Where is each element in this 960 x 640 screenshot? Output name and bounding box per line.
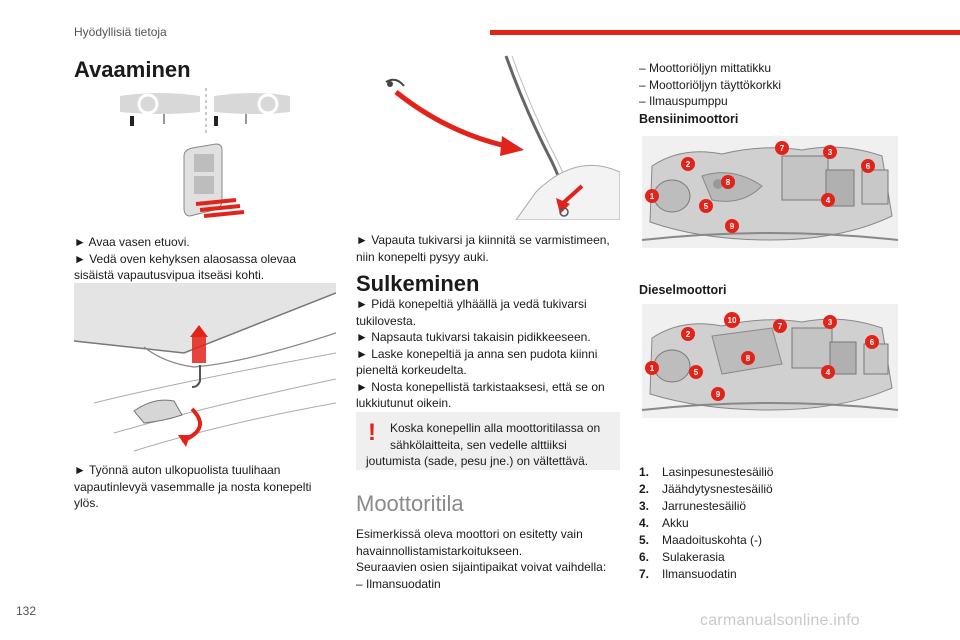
text-line: ► Työnnä auton ulkopuolista tuulihaan: [74, 463, 281, 477]
title-closing: Sulkeminen: [356, 271, 480, 296]
badge-label: 8: [726, 178, 731, 187]
badge-label: 9: [730, 222, 735, 231]
legend-number: 6.: [639, 550, 650, 564]
legend-item: 6. Sulakerasia: [639, 549, 899, 566]
header-accent-bar: [490, 30, 960, 35]
legend-label: Ilmansuodatin: [662, 567, 737, 581]
badge-label: 1: [650, 192, 655, 201]
legend-item: 5. Maadoituskohta (-): [639, 532, 899, 549]
badge-label: 10: [728, 316, 737, 325]
legend-label: Jäähdytysnestesäiliö: [662, 482, 773, 496]
badge-label: 9: [716, 390, 721, 399]
illustration-hood-latch: [74, 283, 336, 453]
legend-number: 4.: [639, 516, 650, 530]
note-line: joutumista (sade, pesu jne.) on vältettä…: [366, 454, 589, 468]
page-number: 132: [16, 604, 37, 618]
legend-item: 4. Akku: [639, 515, 899, 532]
legend-item: 3. Jarrunestesäiliö: [639, 498, 899, 515]
text-line: – Moottoriöljyn täyttökorkki: [639, 77, 782, 92]
text-line: ► Laske konepeltiä ja anna sen pudota ki…: [356, 346, 598, 361]
badge-label: 6: [870, 338, 875, 347]
legend-label: Lasinpesunestesäiliö: [662, 465, 774, 479]
badge-label: 5: [694, 368, 699, 377]
badge-label: 3: [828, 318, 833, 327]
warning-note: ! Koska konepellin alla moottoritilassa …: [356, 412, 620, 470]
title-engine-bay: Moottoritila: [356, 491, 464, 516]
text-line: – Ilmansuodatin: [356, 576, 441, 591]
text-line: Esimerkissä oleva moottori on esitetty v…: [356, 527, 583, 541]
text-line: havainnollistamistarkoitukseen.: [356, 543, 523, 558]
exterior-lever-instructions: ► Työnnä auton ulkopuolista tuulihaan va…: [74, 462, 336, 512]
badge-label: 5: [704, 202, 709, 211]
heading-diesel-engine: Dieselmoottori: [639, 283, 727, 297]
badge-label: 8: [746, 354, 751, 363]
badge-label: 7: [778, 322, 783, 331]
legend-number: 1.: [639, 465, 650, 479]
text-line: – Ilmauspumppu: [639, 94, 728, 108]
warning-icon: !: [368, 419, 376, 446]
legend-label: Jarrunestesäiliö: [662, 499, 747, 513]
legend-number: 2.: [639, 482, 650, 496]
heading-petrol-engine: Bensiinimoottori: [639, 112, 739, 126]
note-line: Koska konepellin alla moottoritilassa on: [390, 421, 601, 435]
illustration-steering-wheels: [110, 86, 300, 136]
component-list: – Moottoriöljyn mittatikku – Moottoriölj…: [639, 60, 899, 110]
closing-instructions: ► Pidä konepeltiä ylhäällä ja vedä tukiv…: [356, 296, 620, 412]
badge-label: 2: [686, 160, 691, 169]
text-line: ► Vedä oven kehyksen alaosassa olevaa: [74, 251, 297, 266]
text-line: ylös.: [74, 496, 99, 510]
badge-label: 4: [826, 196, 831, 205]
badge-label: 6: [866, 162, 871, 171]
legend-item: 1. Lasinpesunestesäiliö: [639, 464, 899, 481]
text-line: ► Pidä konepeltiä ylhäällä ja vedä tukiv…: [356, 297, 587, 311]
badge-label: 2: [686, 330, 691, 339]
illustration-petrol-engine: 1 2 3 4 5 6 7 8 9: [642, 136, 898, 248]
note-line: sähkölaitteita, sen vedelle alttiiksi: [390, 437, 567, 452]
legend-item: 7. Ilmansuodatin: [639, 566, 899, 583]
text-line: vapautinlevyä vasemmalle ja nosta konepe…: [74, 479, 312, 494]
watermark: carmanualsonline.info: [700, 612, 860, 629]
text-line: Seuraavien osien sijaintipaikat voivat v…: [356, 560, 607, 574]
text-line: ► Nosta konepellistä tarkistaaksesi, ett…: [356, 379, 605, 394]
header-section-label: Hyödyllisiä tietoja: [74, 25, 167, 39]
text-line: sisäistä vapautusvipua itseäsi kohti.: [74, 268, 265, 282]
legend-number: 7.: [639, 567, 650, 581]
engine-bay-text: Esimerkissä oleva moottori on esitetty v…: [356, 526, 620, 592]
text-line: ► Napsauta tukivarsi takaisin pidikkeese…: [356, 330, 591, 344]
badge-label: 4: [826, 368, 831, 377]
badge-label: 7: [780, 144, 785, 153]
text-line: ► Vapauta tukivarsi ja kiinnitä se varmi…: [356, 233, 610, 247]
legend-label: Maadoituskohta (-): [662, 533, 763, 547]
component-legend: 1. Lasinpesunestesäiliö 2. Jäähdytysnestes…: [639, 464, 899, 583]
text-line: pieneltä korkeudelta.: [356, 363, 467, 377]
badge-label: 1: [650, 364, 655, 373]
text-line: – Moottoriöljyn mittatikku: [639, 61, 772, 75]
legend-label: Sulakerasia: [662, 550, 725, 564]
support-rod-instructions: ► Vapauta tukivarsi ja kiinnitä se varmi…: [356, 232, 620, 265]
illustration-release-lever: [170, 142, 250, 226]
legend-number: 5.: [639, 533, 650, 547]
legend-item: 2. Jäähdytysnestesäiliö: [639, 481, 899, 498]
text-line: lukkiutunut oikein.: [356, 396, 452, 410]
text-line: tukilovesta.: [356, 313, 417, 328]
title-opening: Avaaminen: [74, 57, 191, 82]
illustration-support-rod: [356, 52, 620, 220]
legend-label: Akku: [662, 516, 689, 530]
illustration-diesel-engine: 1 2 3 4 5 6 7 8 9 10: [642, 304, 898, 418]
legend-number: 3.: [639, 499, 650, 513]
text-line: ► Avaa vasen etuovi.: [74, 235, 190, 249]
opening-instructions: ► Avaa vasen etuovi. ► Vedä oven kehykse…: [74, 234, 336, 284]
text-line: niin konepelti pysyy auki.: [356, 249, 489, 264]
badge-label: 3: [828, 148, 833, 157]
